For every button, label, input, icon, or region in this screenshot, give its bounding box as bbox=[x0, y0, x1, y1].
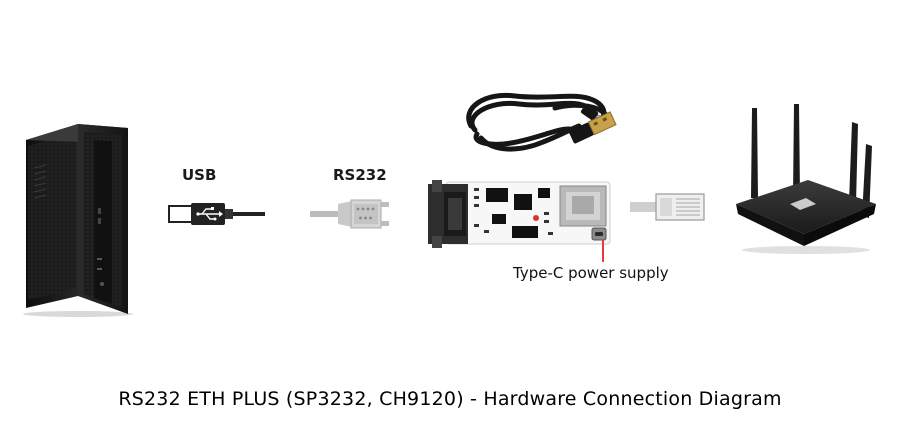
usb-label: USB bbox=[182, 166, 217, 184]
usb-connector-icon bbox=[168, 203, 265, 225]
diagram-caption: RS232 ETH PLUS (SP3232, CH9120) - Hardwa… bbox=[118, 388, 782, 410]
rs232-eth-plus-board-image bbox=[428, 180, 611, 248]
rs232-db9-connector-icon bbox=[310, 199, 389, 229]
type-c-power-supply-label: Type-C power supply bbox=[513, 264, 669, 282]
power-pointer-line bbox=[602, 240, 604, 262]
pc-tower-image bbox=[23, 124, 133, 317]
router-image bbox=[736, 104, 876, 254]
ethernet-rj45-plug-icon bbox=[630, 193, 705, 221]
usb-cable-image bbox=[466, 92, 617, 152]
rs232-label: RS232 bbox=[333, 166, 387, 184]
